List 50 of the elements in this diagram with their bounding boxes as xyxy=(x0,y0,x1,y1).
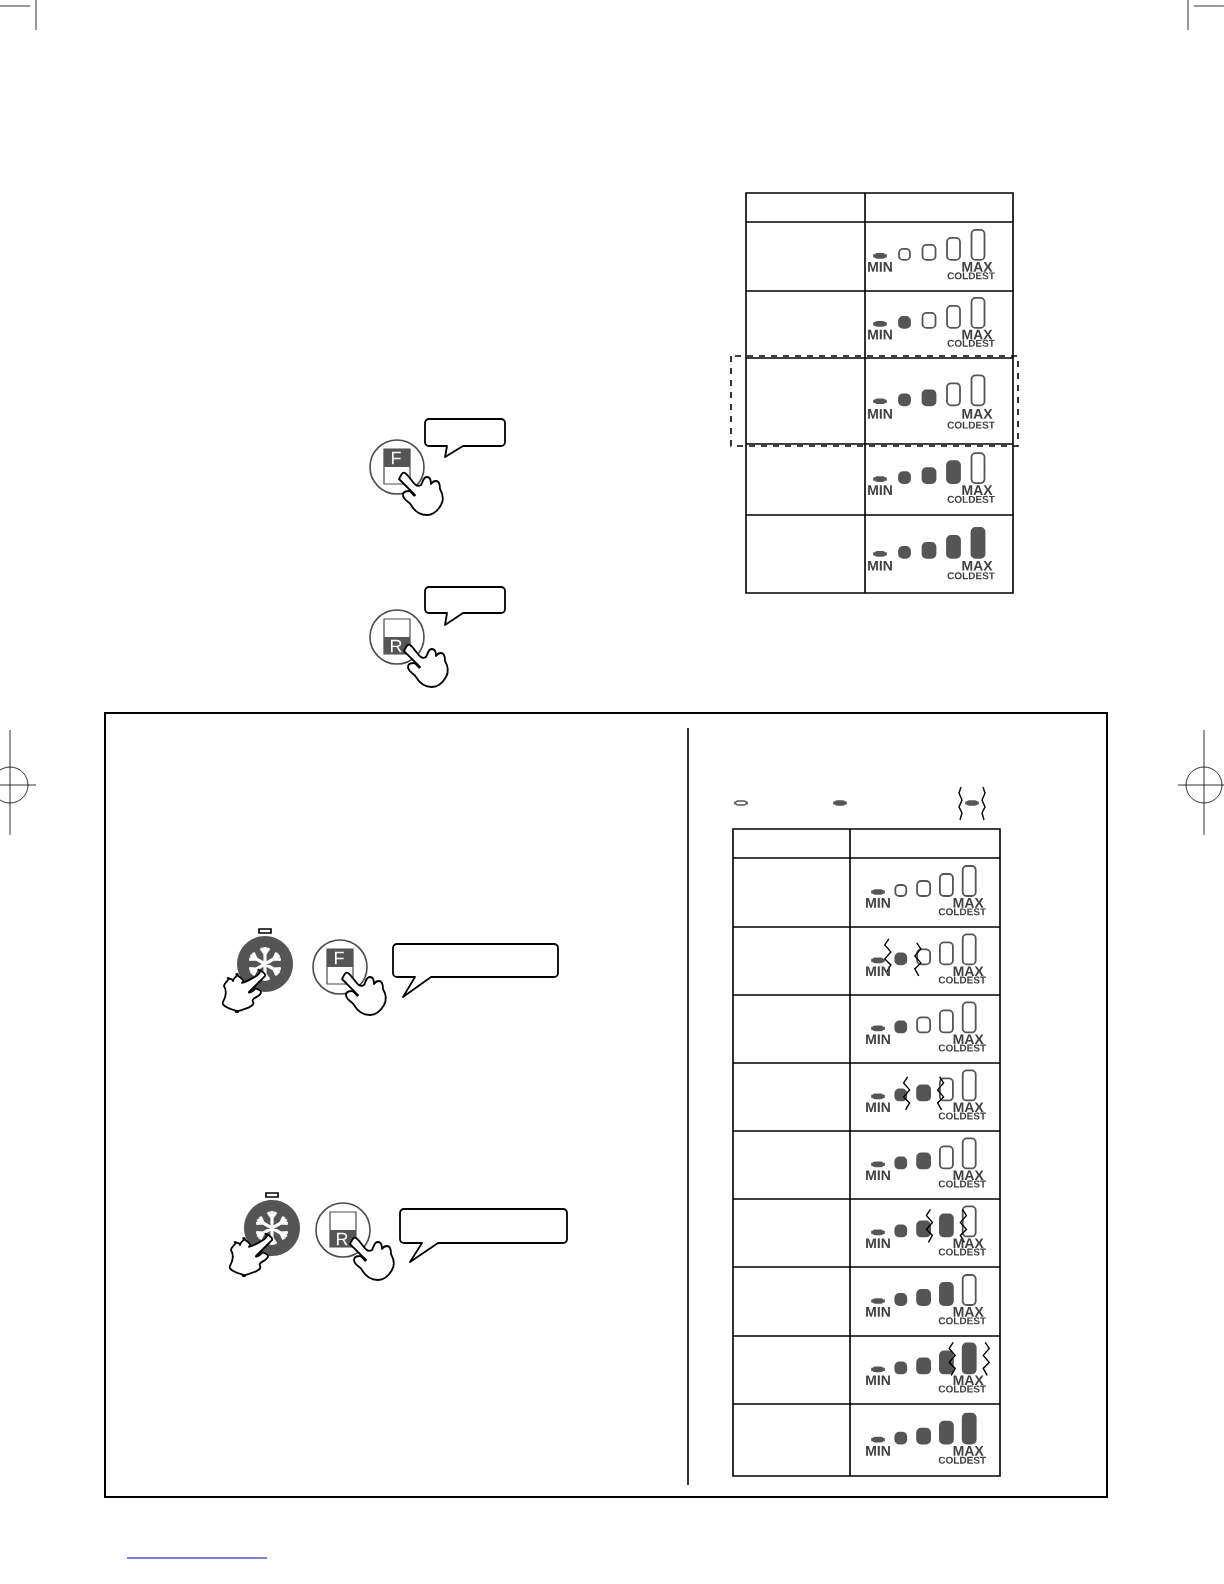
max-label: MAX xyxy=(953,1375,984,1386)
max-label: MAX xyxy=(953,966,984,977)
min-label: MIN xyxy=(866,1170,890,1181)
min-label: MIN xyxy=(866,1102,890,1113)
coldest-label: COLDEST xyxy=(938,1248,986,1256)
coldest-label: COLDEST xyxy=(947,572,995,580)
max-label: MAX xyxy=(962,409,993,419)
button-letter: R xyxy=(391,639,402,653)
coldest-label: COLDEST xyxy=(938,1044,986,1052)
max-label: MAX xyxy=(953,1446,984,1456)
max-label: MAX xyxy=(953,1034,984,1045)
max-label: MAX xyxy=(953,1102,984,1113)
coldest-label: COLDEST xyxy=(938,1112,986,1120)
max-label: MAX xyxy=(953,1170,984,1181)
coldest-label: COLDEST xyxy=(947,339,995,347)
min-label: MIN xyxy=(866,1238,890,1249)
coldest-label: COLDEST xyxy=(947,272,995,280)
min-label: MIN xyxy=(868,262,892,272)
button-letter: F xyxy=(392,451,401,465)
max-label: MAX xyxy=(953,1307,984,1317)
min-label: MIN xyxy=(868,409,892,419)
speech-bubble xyxy=(399,1208,568,1263)
max-label: MAX xyxy=(962,329,993,340)
coldest-label: COLDEST xyxy=(938,1456,986,1464)
min-label: MIN xyxy=(866,966,890,977)
max-label: MAX xyxy=(962,485,993,495)
coldest-label: COLDEST xyxy=(938,908,986,916)
max-label: MAX xyxy=(962,560,993,571)
min-label: MIN xyxy=(866,898,890,908)
speech-bubble xyxy=(392,943,559,998)
min-label: MIN xyxy=(866,1034,890,1045)
min-label: MIN xyxy=(868,329,892,340)
max-label: MAX xyxy=(953,898,984,908)
coldest-label: COLDEST xyxy=(947,495,995,503)
speech-bubble xyxy=(424,586,506,626)
coldest-label: COLDEST xyxy=(938,976,986,984)
button-letter: R xyxy=(337,1232,348,1246)
coldest-label: COLDEST xyxy=(947,421,995,429)
max-label: MAX xyxy=(953,1238,984,1249)
min-label: MIN xyxy=(866,1307,890,1317)
button-letter: F xyxy=(335,951,344,965)
min-label: MIN xyxy=(868,485,892,495)
coldest-label: COLDEST xyxy=(938,1317,986,1325)
coldest-label: COLDEST xyxy=(938,1180,986,1188)
max-label: MAX xyxy=(962,262,993,272)
min-label: MIN xyxy=(866,1446,890,1456)
coldest-label: COLDEST xyxy=(938,1385,986,1393)
min-label: MIN xyxy=(866,1375,890,1386)
min-label: MIN xyxy=(868,560,892,571)
speech-bubble xyxy=(424,418,506,458)
